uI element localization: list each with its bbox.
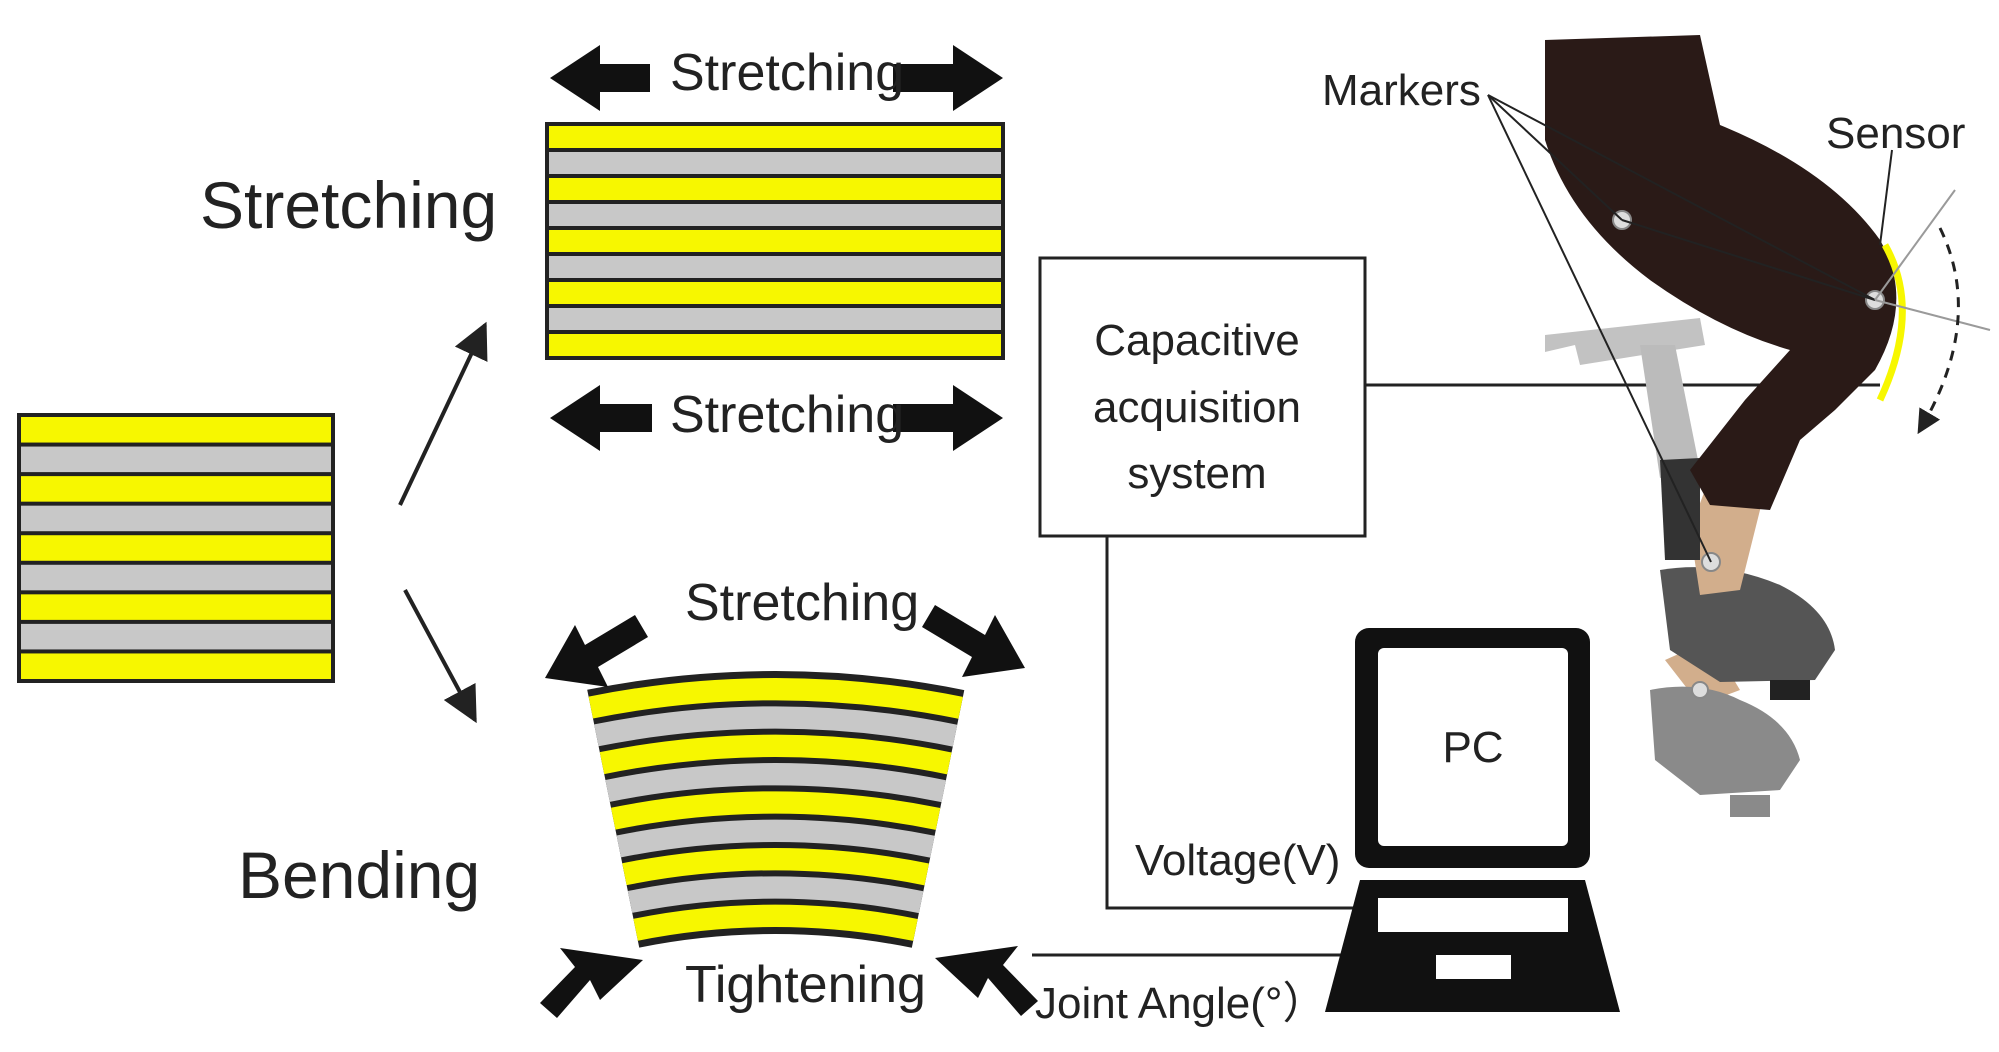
arrow-to-stretching	[398, 321, 488, 506]
dielectric-layer	[21, 446, 331, 473]
electrode-layer	[21, 653, 331, 679]
dielectric-layer	[616, 819, 935, 858]
label-sensor: Sensor	[1826, 109, 1965, 158]
electrode-layer	[21, 417, 331, 443]
dielectric-layer	[21, 564, 331, 591]
acq-label-line2: acquisition	[1093, 383, 1301, 432]
dielectric-layer	[549, 152, 1001, 174]
dielectric-layer	[549, 256, 1001, 278]
electrode-layer	[21, 476, 331, 502]
marker-dot-icon	[1691, 681, 1709, 699]
rotation-arrow-icon	[1917, 227, 1960, 435]
voltage-line	[1105, 536, 1360, 910]
dielectric-layer	[549, 308, 1001, 330]
double-arrow-icon	[550, 385, 1003, 451]
acq-label-line1: Capacitive	[1094, 316, 1299, 365]
acq-label-line3: system	[1127, 449, 1266, 498]
label-voltage: Voltage(V)	[1135, 836, 1340, 885]
label-bending-mode: Bending	[238, 838, 480, 912]
leg-illustration	[1487, 35, 1991, 817]
electrode-layer	[21, 594, 331, 620]
electrode-layer	[588, 678, 963, 719]
electrode-layer	[549, 178, 1001, 200]
dielectric-layer	[594, 706, 958, 747]
sensor-stretched-stack	[545, 122, 1005, 360]
arrow-icon	[540, 946, 1038, 1018]
electrode-layer	[633, 904, 918, 941]
electrode-layer	[21, 535, 331, 561]
label-stretching-top: Stretching	[670, 44, 904, 102]
laptop-icon	[1325, 628, 1620, 1012]
dielectric-layer	[21, 623, 331, 650]
electrode-layer	[549, 230, 1001, 252]
label-markers: Markers	[1322, 66, 1481, 115]
label-bending-stretching: Stretching	[685, 574, 919, 632]
electrode-layer	[549, 126, 1001, 148]
electrode-layer	[622, 848, 929, 886]
label-joint-angle: Joint Angle(°）	[1035, 979, 1327, 1028]
sensor-bent-stack	[587, 671, 965, 948]
dielectric-layer	[21, 505, 331, 532]
label-tightening: Tightening	[685, 956, 926, 1014]
electrode-layer	[549, 334, 1001, 356]
electrode-layer	[599, 734, 952, 775]
electrode-layer	[611, 791, 941, 830]
dielectric-layer	[627, 876, 924, 914]
dielectric-layer	[549, 204, 1001, 226]
sensor-original-stack	[17, 413, 335, 683]
double-arrow-icon	[550, 45, 1003, 111]
label-stretching-mode: Stretching	[200, 168, 497, 242]
arrow-icon	[545, 605, 1025, 687]
dielectric-layer	[605, 763, 946, 803]
label-stretching-bottom: Stretching	[670, 386, 904, 444]
acquisition-system-box	[1038, 256, 1367, 538]
electrode-layer	[549, 282, 1001, 304]
label-pc: PC	[1442, 723, 1503, 772]
arrow-to-bending	[403, 589, 477, 724]
